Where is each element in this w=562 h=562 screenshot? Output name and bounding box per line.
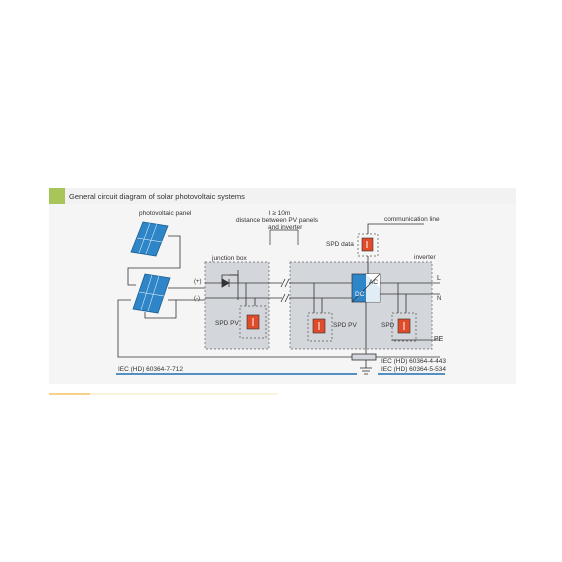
spd-data-label: SPD data	[326, 241, 354, 248]
cable-break-marks	[280, 278, 290, 303]
equipotential-bonding	[351, 353, 440, 375]
spd-pv-2-label: SPD PV	[333, 322, 358, 329]
pe-label: PE	[434, 336, 444, 343]
spd-ac-enclosure	[391, 312, 417, 342]
inverter-label: inverter	[414, 254, 437, 261]
spd-pv-1-enclosure	[239, 305, 267, 339]
dc-ac-converter	[351, 273, 381, 303]
n-label: N	[437, 296, 441, 302]
iec-712-label: IEC (HD) 60364-7-712	[118, 366, 183, 373]
junction-box-label: junction box	[211, 255, 247, 262]
junction-box	[204, 261, 270, 350]
dc-label: DC	[355, 291, 365, 298]
l-label: L	[437, 275, 441, 282]
plus-label: (+)	[194, 279, 202, 285]
spd-ac-label: SPD	[381, 322, 395, 329]
communication-wiring	[367, 223, 424, 274]
distance-label-2: distance between PV panels	[236, 217, 319, 224]
iec-534-label: IEC (HD) 60364-5-534	[381, 366, 446, 373]
iec-443-label: IEC (HD) 60364-4-443	[381, 358, 446, 365]
photovoltaic-panel-bottom	[132, 273, 171, 314]
communication-line-label: communication line	[384, 216, 440, 223]
ac-label: AC	[369, 279, 378, 286]
diode-symbols	[205, 270, 282, 306]
header-bar	[49, 188, 516, 204]
photovoltaic-panel-top	[130, 221, 169, 257]
diagram-title: General circuit diagram of solar photovo…	[69, 192, 245, 201]
pv-wiring	[117, 235, 352, 358]
distance-label-1: l ≥ 10m	[269, 210, 290, 217]
header-accent	[49, 188, 65, 204]
spd-pv-1-label: SPD PV	[215, 320, 240, 327]
distance-label-3: and inverter	[268, 224, 303, 231]
distance-bracket	[269, 229, 299, 245]
photovoltaic-panel-label: photovoltaic panel	[139, 210, 192, 217]
inverter-wiring	[289, 282, 440, 357]
minus-label: (-)	[194, 296, 200, 302]
spd-pv-2-enclosure	[307, 312, 333, 342]
